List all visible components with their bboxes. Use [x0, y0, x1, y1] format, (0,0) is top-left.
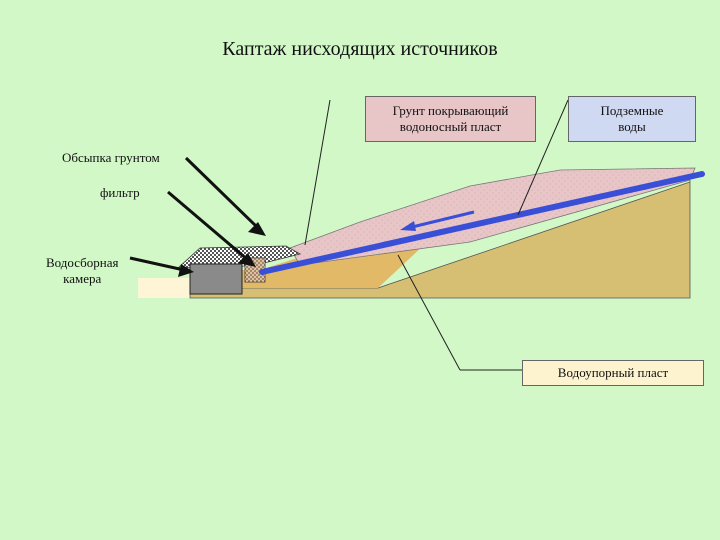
- leader-aquiclude: [397, 254, 461, 371]
- callout-groundwater-text: Подземные воды: [600, 103, 664, 134]
- flow-arrow-head: [400, 221, 416, 231]
- ground-left: [138, 278, 190, 298]
- pointer-filter: [167, 190, 249, 262]
- pointer-filter-head: [238, 253, 256, 267]
- label-backfill: Обсыпка грунтом: [62, 150, 160, 165]
- pointer-backfill: [184, 156, 260, 230]
- callout-cover-soil-text: Грунт покрывающий водоносный пласт: [392, 103, 509, 134]
- callout-aquiclude-text: Водоупорный пласт: [557, 365, 669, 380]
- leader-cover-soil: [304, 99, 331, 246]
- groundwater-line: [259, 171, 705, 275]
- leader-groundwater: [517, 99, 569, 216]
- pointer-backfill-head: [248, 222, 266, 236]
- callout-groundwater: Подземные воды: [568, 96, 696, 142]
- label-filter: фильтр: [100, 185, 140, 200]
- diagram-title: Каптаж нисходящих источников: [222, 38, 498, 60]
- callout-aquiclude: Водоупорный пласт: [522, 360, 704, 386]
- collection-chamber: [189, 263, 243, 295]
- callout-cover-soil: Грунт покрывающий водоносный пласт: [365, 96, 536, 142]
- pointer-chamber-head: [178, 264, 194, 277]
- pointer-chamber: [129, 256, 185, 272]
- flow-arrow: [407, 210, 475, 230]
- label-chamber: Водосборная камера: [46, 255, 119, 286]
